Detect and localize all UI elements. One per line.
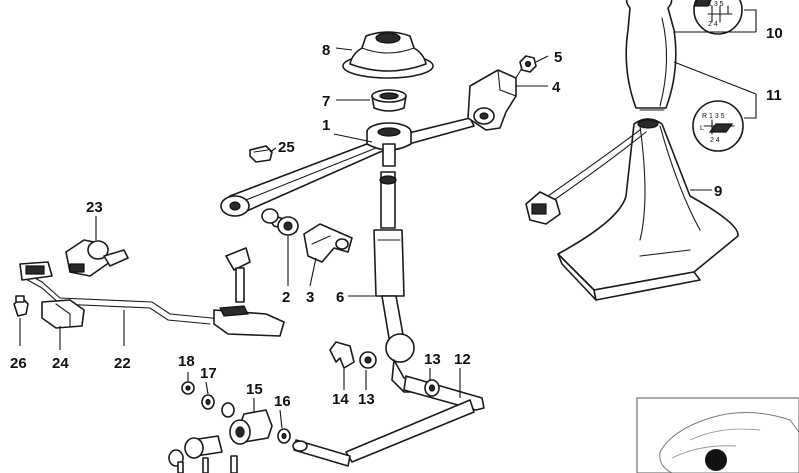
label-24: 24 <box>52 355 69 372</box>
label-5: 5 <box>554 49 562 66</box>
label-8: 8 <box>322 42 330 59</box>
badge-bottom-reverse: L <box>700 125 704 132</box>
part-15-pivot <box>168 409 273 473</box>
part-13-washer-left <box>359 351 377 369</box>
part-12-selector-rod <box>292 375 485 467</box>
part-4-bracket <box>467 69 517 131</box>
label-3: 3 <box>306 289 314 306</box>
part-1-shift-arm <box>220 117 475 217</box>
part-6-shift-rod <box>373 171 421 393</box>
part-8-rubber-boot <box>342 31 434 79</box>
part-13-washer-right <box>424 379 440 397</box>
part-2-bushing <box>261 208 299 236</box>
label-1: 1 <box>322 117 330 134</box>
part-23-switch <box>65 239 129 277</box>
badge-top-row1: 1 3 5 <box>708 1 724 8</box>
part-16-washer <box>277 428 291 444</box>
label-2: 2 <box>282 289 290 306</box>
shift-pattern-badge-top: 1 3 5 2 4 <box>693 0 743 35</box>
part-14-clip <box>329 341 355 369</box>
label-4: 4 <box>552 79 561 96</box>
label-11: 11 <box>766 87 782 104</box>
label-26: 26 <box>10 355 27 372</box>
label-18: 18 <box>178 353 195 370</box>
location-marker <box>705 449 727 471</box>
part-17-washer <box>201 394 235 418</box>
label-6: 6 <box>336 289 344 306</box>
leader-lines <box>19 9 757 429</box>
label-23: 23 <box>86 199 103 216</box>
label-13-left: 13 <box>358 391 375 408</box>
part-9-boot <box>557 118 739 301</box>
part-24-connector <box>41 299 85 329</box>
label-12: 12 <box>454 351 471 368</box>
part-25-clip <box>249 145 273 163</box>
part-7-bushing <box>371 89 407 112</box>
badge-top-row2: 2 4 <box>708 21 718 28</box>
label-13-right: 13 <box>424 351 441 368</box>
part-5-nut <box>515 55 537 79</box>
part-22-harness <box>19 247 285 337</box>
label-22: 22 <box>114 355 131 372</box>
label-10: 10 <box>766 25 783 42</box>
part-26-plug <box>13 295 29 317</box>
label-16: 16 <box>274 393 291 410</box>
label-14: 14 <box>332 391 349 408</box>
label-9: 9 <box>714 183 722 200</box>
part-18-washer <box>181 381 195 395</box>
car-location-inset <box>636 397 799 473</box>
part-3-bracket <box>303 223 353 263</box>
badge-bottom-row1: R 1 3 5 <box>702 113 725 120</box>
label-25: 25 <box>278 139 295 156</box>
label-7: 7 <box>322 93 330 110</box>
part-10-shift-knob <box>625 0 677 111</box>
label-15: 15 <box>246 381 263 398</box>
label-17: 17 <box>200 365 217 382</box>
callout-labels: 8 7 1 5 4 10 11 9 25 2 3 6 23 22 24 26 1… <box>10 25 783 410</box>
part-9-wire <box>525 129 647 225</box>
badge-bottom-row2: 2 4 <box>710 137 720 144</box>
shift-pattern-badge-bottom: R 1 3 5 2 4 L <box>692 100 744 152</box>
